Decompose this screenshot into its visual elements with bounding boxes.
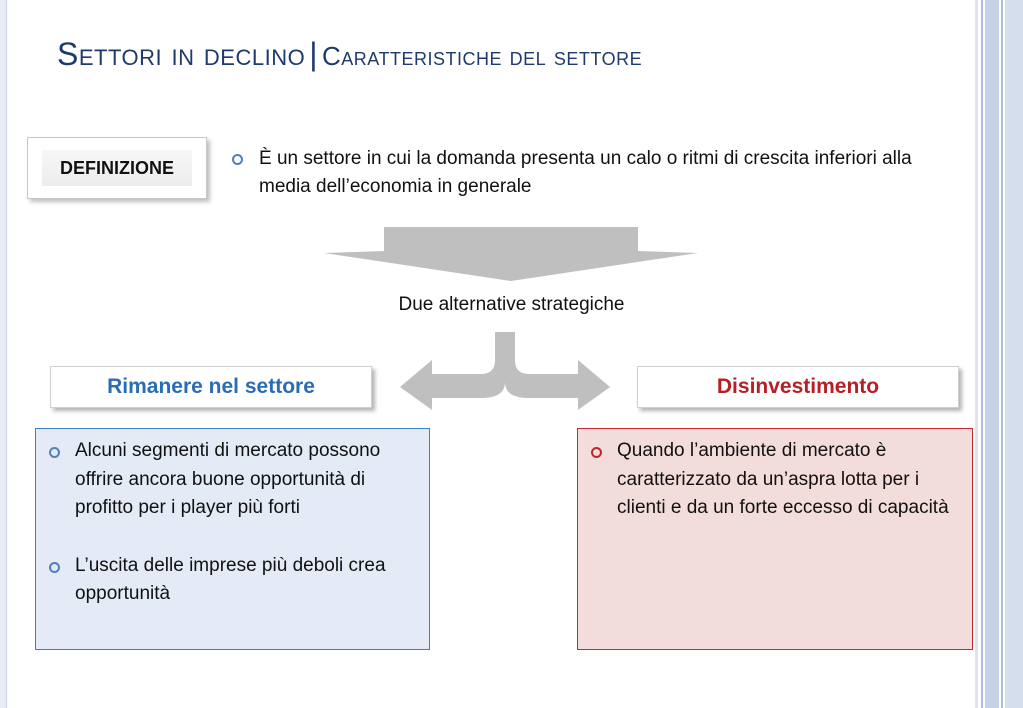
- list-item: L’uscita delle imprese più deboli crea o…: [46, 552, 419, 609]
- alternatives-label: Due alternative strategiche: [398, 294, 625, 315]
- list-item: Quando l’ambiente di mercato è caratteri…: [588, 437, 962, 523]
- down-arrow-icon: [324, 227, 698, 281]
- title-subtitle: Caratteristiche del settore: [322, 41, 643, 71]
- title-main: Settori in declino: [57, 36, 306, 72]
- right-item-text: Quando l’ambiente di mercato è caratteri…: [617, 440, 949, 518]
- bullet-icon: [232, 154, 243, 165]
- choice-left-label: Rimanere nel settore: [107, 375, 315, 398]
- choice-divestment: Disinvestimento: [637, 366, 959, 408]
- left-item-text: Alcuni segmenti di mercato possono offri…: [75, 440, 381, 518]
- split-arrow-icon: [400, 332, 610, 410]
- page-title: Settori in declino|Caratteristiche del s…: [57, 36, 642, 73]
- title-separator: |: [309, 36, 318, 72]
- definition-text-block: È un settore in cui la domanda presenta …: [232, 145, 912, 201]
- right-decorative-stripes: [975, 0, 1023, 708]
- bullet-icon: [49, 561, 60, 573]
- left-panel: Alcuni segmenti di mercato possono offri…: [35, 428, 430, 650]
- choice-right-label: Disinvestimento: [716, 375, 880, 398]
- list-item: Alcuni segmenti di mercato possono offri…: [46, 437, 419, 523]
- bullet-icon: [591, 447, 602, 458]
- bullet-icon: [49, 447, 60, 458]
- definition-label: DEFINIZIONE: [59, 157, 174, 178]
- definition-text: È un settore in cui la domanda presenta …: [259, 148, 912, 197]
- choice-stay-in-sector: Rimanere nel settore: [50, 366, 372, 408]
- left-item-text: L’uscita delle imprese più deboli crea o…: [75, 554, 386, 605]
- left-border-rule: [0, 0, 7, 708]
- right-panel: Quando l’ambiente di mercato è caratteri…: [577, 428, 973, 650]
- definition-label-box: DEFINIZIONE: [27, 137, 207, 199]
